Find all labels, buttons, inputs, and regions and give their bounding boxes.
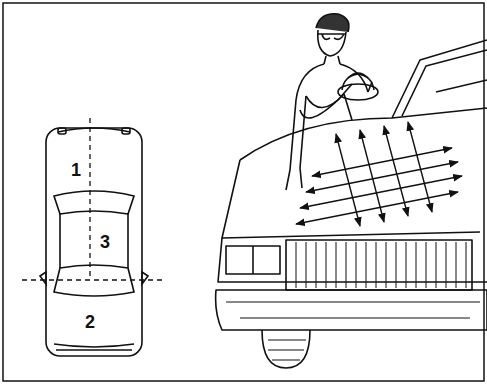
pattern-arrow: [384, 126, 408, 216]
dashed-line: [22, 279, 162, 280]
hair: [316, 14, 349, 32]
neck: [324, 56, 340, 64]
dashed-line: [89, 118, 90, 278]
car-front-view: [216, 40, 487, 368]
windshield-frame: [392, 40, 487, 118]
callout-number: 1: [69, 160, 83, 180]
pattern-arrow: [360, 130, 384, 222]
headlight: [252, 246, 254, 274]
car-body: [46, 128, 142, 356]
windshield: [402, 50, 487, 116]
rear-bumper: [56, 349, 132, 351]
pattern-arrow: [300, 176, 462, 208]
buffer-pad: [338, 84, 378, 100]
windshield: [54, 191, 134, 214]
car-top-view: [40, 128, 148, 356]
hood-front-edge: [222, 160, 480, 238]
wiper: [436, 80, 487, 92]
grille: [286, 240, 472, 290]
polishing-pattern: [296, 122, 462, 226]
worker-figure: [286, 14, 378, 190]
pattern-arrow: [408, 122, 432, 212]
buffer-body: [342, 74, 374, 90]
front-light: [58, 128, 66, 134]
front-light: [122, 128, 130, 134]
front-face: [218, 238, 487, 282]
callout-number: 2: [83, 312, 97, 332]
frame-border: [3, 3, 484, 381]
bumper-trim: [226, 302, 480, 318]
face: [318, 30, 346, 56]
legs: [286, 168, 302, 190]
hood-rear-edge: [240, 108, 487, 160]
tire-tread: [268, 340, 306, 360]
roof-edge: [60, 214, 128, 268]
front-shoulder: [340, 64, 368, 92]
buffer-handle: [348, 73, 368, 78]
pattern-arrow: [306, 162, 458, 192]
side-mirror: [40, 272, 148, 284]
arm: [300, 84, 352, 118]
tire: [262, 330, 310, 368]
safety-glasses: [318, 34, 346, 39]
trunk-edge: [54, 344, 134, 347]
section-divider: [22, 118, 162, 280]
grille-bars: [296, 242, 466, 288]
callout-number: 3: [98, 232, 112, 252]
pattern-arrow: [312, 148, 452, 176]
apron-side: [300, 94, 352, 168]
headlight: [226, 246, 280, 274]
front-bumper: [216, 290, 487, 330]
pattern-arrow: [336, 134, 360, 226]
front-bumper: [58, 128, 130, 132]
